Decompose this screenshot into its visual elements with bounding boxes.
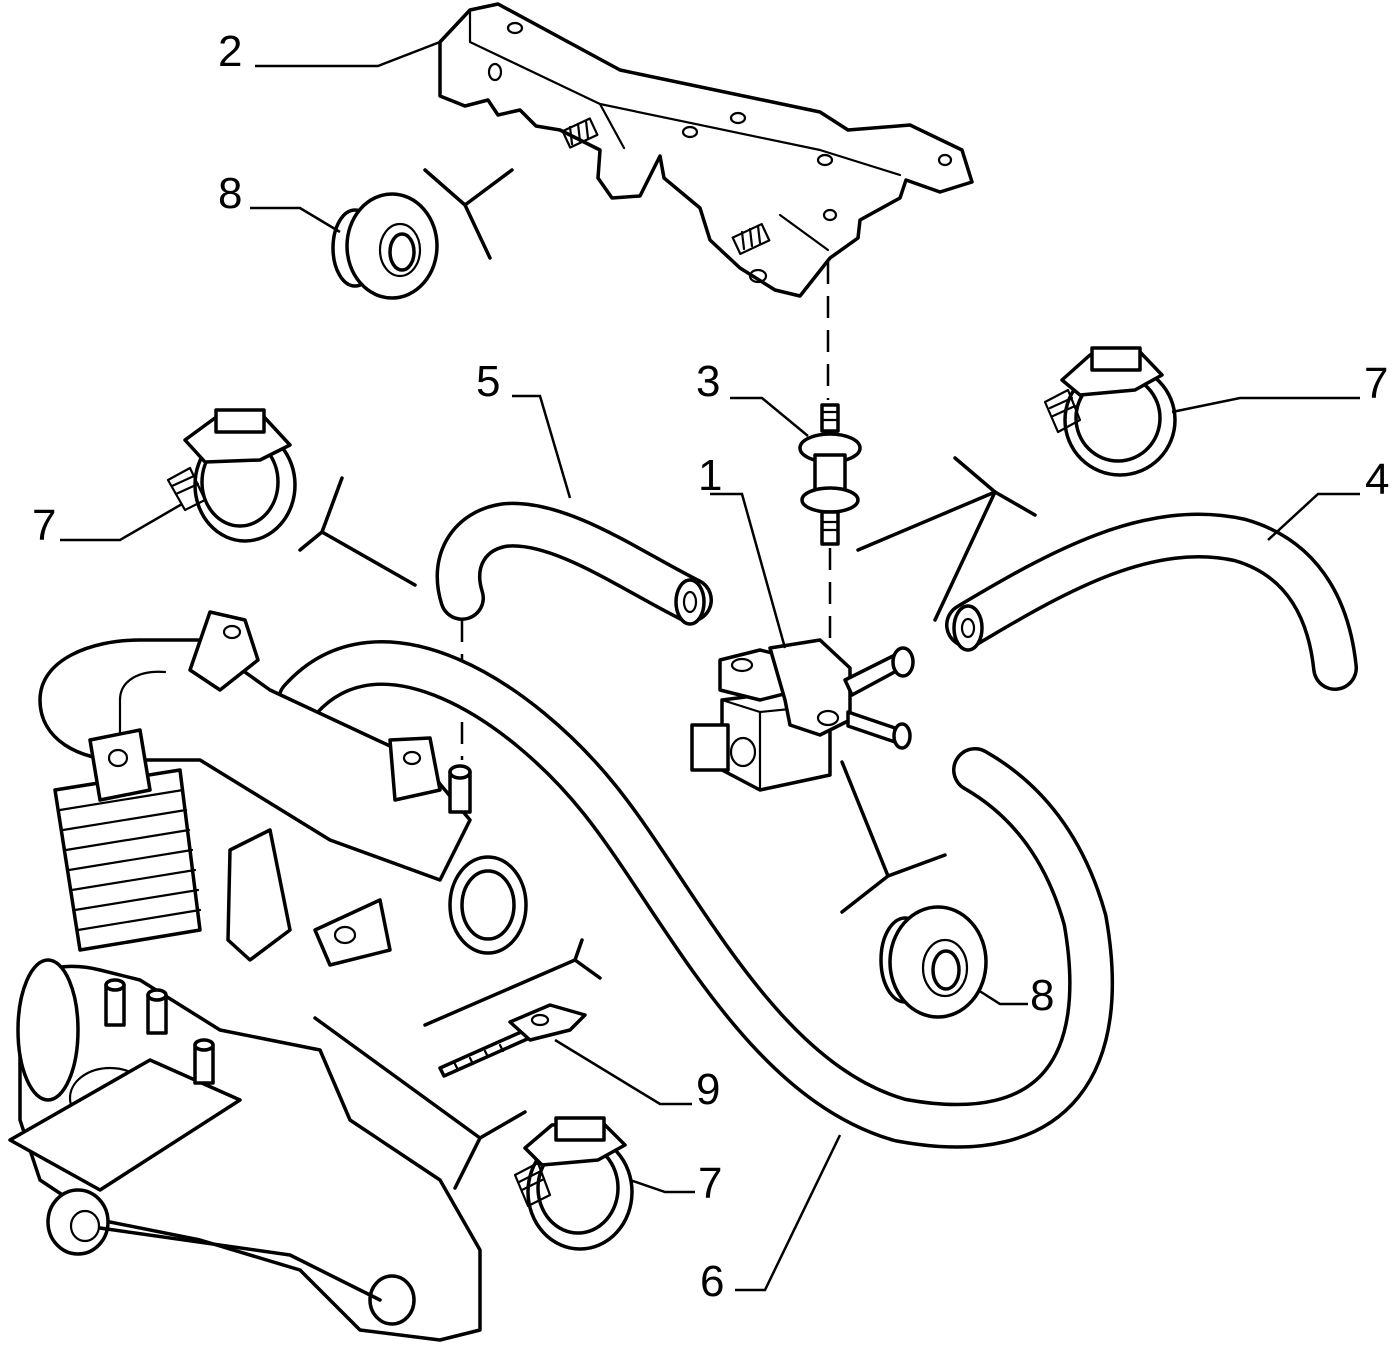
leader-8-top [250,206,341,234]
callout-2: 2 [218,27,242,76]
leader-7-left [60,502,183,542]
hose-clamp-left [166,408,297,543]
leader-7-right [1171,396,1360,414]
callout-5: 5 [476,357,500,406]
hose-long-right [945,512,1358,691]
leader-2 [255,40,441,68]
callout-1: 1 [698,451,722,500]
hose-long-curved [277,640,1115,1149]
callout-6: 6 [700,1257,724,1306]
hose-clamp-right [1043,346,1177,477]
assembly-arrow-clamp-stem [453,1136,482,1190]
assembly-arrow-stem [463,203,492,260]
mounting-bracket [438,2,974,298]
leader-7-bottom [629,1178,695,1194]
assembly-arrow-left-stem [320,476,344,534]
callout-7-bottom: 7 [698,1159,722,1208]
assembly-arrow-valve [840,760,947,878]
assembly-arrow [423,168,514,207]
leader-1 [710,492,787,649]
leader-5 [512,394,572,499]
hose-short [435,501,713,626]
callout-7-left: 7 [32,501,56,550]
solenoid-valve [690,638,915,792]
callout-8-top: 8 [218,169,242,218]
leader-8-bottom [977,988,1028,1006]
assembly-arrow-left [298,530,417,587]
assembly-arrow-right-b [933,490,997,622]
leader-4 [1267,492,1360,541]
cable-tie [438,1003,587,1078]
leader-9 [554,1038,692,1106]
assembly-arrow-valve-stem [840,874,890,914]
callout-3: 3 [696,357,720,406]
callout-9: 9 [696,1065,720,1114]
assembly-arrow-right [953,456,1037,517]
callout-8-bottom: 8 [1030,971,1054,1020]
grommet-bottom [879,905,988,1019]
assembly-arrow-tie-stem [573,938,584,962]
grommet-top [331,192,439,300]
leader-3 [730,396,809,437]
stud-mount [798,403,862,546]
hose-clamp-bottom [513,1116,634,1251]
engine-assembly [8,610,528,1342]
assembly-arrow-right-a [856,490,997,552]
callout-7-right: 7 [1364,359,1388,408]
leader-6 [735,1134,842,1292]
callout-4: 4 [1365,455,1389,504]
